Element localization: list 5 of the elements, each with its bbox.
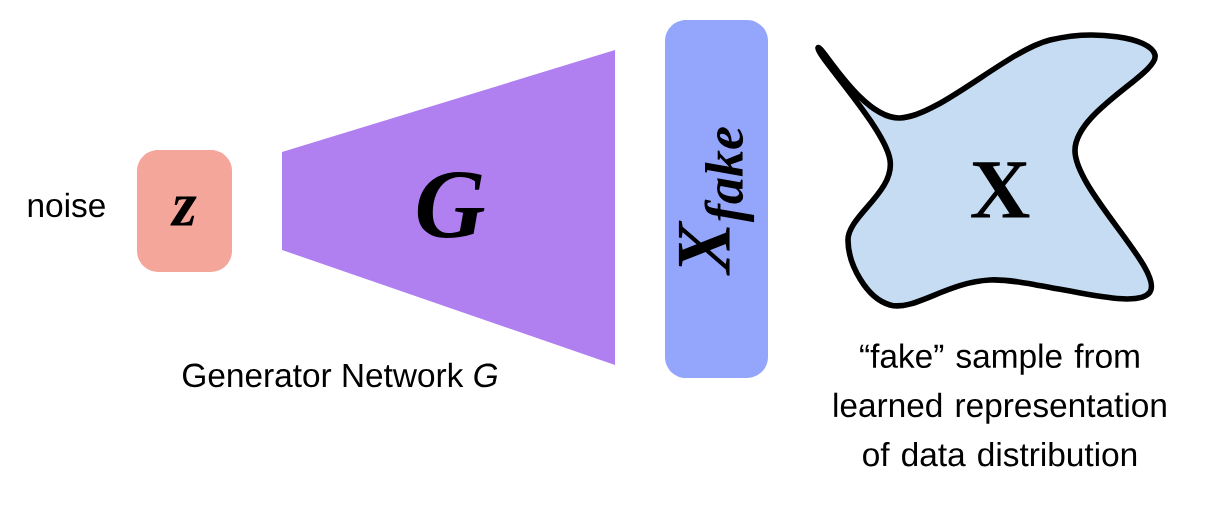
- node-label: noise: [28, 192, 105, 218]
- bar: X$_{fake}$: [665, 20, 768, 378]
- node-label: “fake” sample from learned representation of data distribution: [834, 343, 1166, 467]
- box: z: [137, 150, 232, 272]
- caption: Generator Network G: [183, 362, 498, 388]
